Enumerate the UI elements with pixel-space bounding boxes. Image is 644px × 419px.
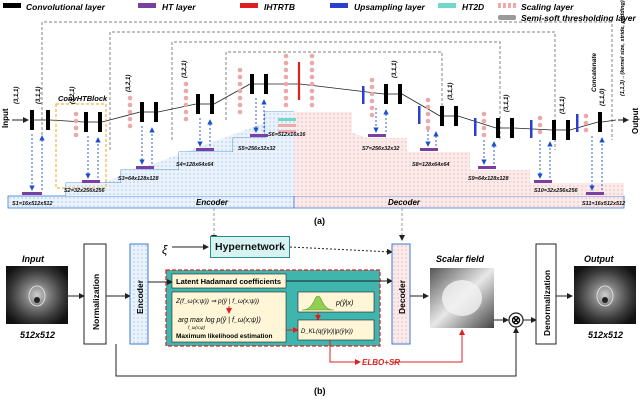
- input-image: [6, 266, 68, 324]
- hypernetwork-label: Hypernetwork: [214, 241, 286, 253]
- input-size: 512x512: [20, 330, 55, 340]
- conv-param: (3,1,1): [560, 97, 566, 114]
- legend-label: Semi-soft thresholding layer: [521, 13, 636, 23]
- convhtblock-label: ConvHTBlock: [58, 94, 108, 103]
- latent-label: Latent Hadamard coefficients: [176, 277, 281, 286]
- conv-param: (3,1,1): [36, 87, 42, 104]
- normalization-label: Normalization: [91, 274, 101, 330]
- loss-label: ELBO+SR: [362, 358, 400, 367]
- output-image: [574, 266, 636, 324]
- hypernetwork-box: Hypernetwork: [210, 236, 290, 258]
- ht-layers: [22, 134, 604, 195]
- conv-param: (3,2,1): [70, 87, 76, 104]
- panel-label-b: (b): [314, 386, 326, 396]
- legend: Convolutional layer HT layer IHTRTB Upsa…: [3, 2, 636, 23]
- legend-label: IHTRTB: [264, 2, 295, 12]
- legend-label: Upsampling layer: [354, 2, 426, 12]
- size-label: S4=128x64x64: [176, 162, 213, 168]
- xi-symbol: ξ: [162, 243, 168, 257]
- input-title: Input: [22, 254, 45, 264]
- size-label: S10=32x256x256: [534, 188, 579, 194]
- size-label: S6=512x16x16: [268, 132, 306, 138]
- conv-layers: [30, 74, 602, 140]
- normalization-block: [83, 243, 107, 345]
- size-label: S1=16x512x512: [12, 201, 53, 207]
- legend-label: Scaling layer: [521, 2, 574, 12]
- input-label: Input: [1, 108, 10, 128]
- conv-param: (3,2,1): [126, 75, 132, 92]
- denormalization-label: Denormalization: [542, 270, 552, 336]
- conv-param: (3,1,1): [448, 83, 454, 100]
- conv-param: (1,1,0): [600, 89, 606, 106]
- panel-label-a: (a): [314, 216, 325, 226]
- conv-param: (3,1,1): [392, 61, 398, 78]
- conv-param: (3,1,1): [504, 95, 510, 112]
- panel-a: Input Output: [1, 0, 640, 226]
- kl-formula: D_KL(q(ŷ|x)||p(ŷ|x)): [301, 329, 353, 335]
- scalar-field-title: Scalar field: [436, 254, 485, 264]
- panel-b: Input 512x512 Normalization Encoder ξ La…: [6, 208, 636, 396]
- argmax-sub: f_ω(x;ψ): [188, 325, 206, 330]
- output-title: Output: [584, 254, 614, 264]
- concatenate-label: Concatenate: [591, 53, 598, 92]
- posterior-label: p(ŷ|x): [335, 300, 353, 307]
- size-label: S5=256x32x32: [238, 146, 275, 152]
- scaling-layers: [73, 53, 589, 138]
- decoder-block: [391, 243, 411, 345]
- size-label: S9=64x128x128: [468, 176, 509, 182]
- output-size: 512x512: [588, 330, 623, 340]
- encoder-label-b: Encoder: [135, 279, 145, 314]
- z-formula: Z(f_ω(x;ψ)) ⇒ p(ŷ | f_ω(x;ψ)): [175, 298, 259, 305]
- decoder-label: Decoder: [388, 198, 421, 207]
- decoder-label-b: Decoder: [397, 279, 407, 314]
- size-label: S7=256x32x32: [362, 146, 399, 152]
- size-label: S8=128x64x64: [412, 162, 449, 168]
- argmax-formula: arg max log p(ŷ | f_ω(x;ψ)): [178, 317, 261, 324]
- denormalization-block: [535, 243, 557, 345]
- conv-param: (3,1,1): [14, 87, 20, 104]
- size-label: S11=16x512x512: [582, 201, 625, 207]
- size-label: S2=32x256x256: [64, 188, 105, 194]
- conv-param: (3,2,1): [182, 61, 188, 78]
- encoder-block: [129, 243, 149, 345]
- kernel-note: (1,1,3)→(kernel size, stride, padding): [620, 0, 626, 96]
- size-label: S3=64x128x128: [118, 176, 159, 182]
- encoder-label: Encoder: [196, 198, 229, 207]
- legend-label: HT2D: [462, 2, 484, 12]
- mle-label: Maximum likelihood estimation: [176, 333, 272, 340]
- legend-label: Convolutional layer: [26, 2, 106, 12]
- output-label: Output: [631, 107, 640, 134]
- multiply-symbol: ⊗: [511, 313, 521, 327]
- legend-label: HT layer: [162, 2, 196, 12]
